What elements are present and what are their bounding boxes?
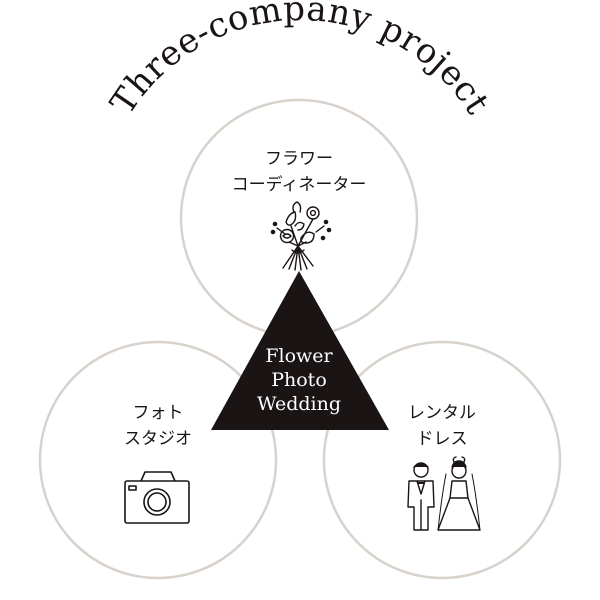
circle-dress [322, 340, 562, 580]
wedding-couple-icon [407, 456, 481, 531]
center-line-flower: Flower [265, 345, 333, 367]
right-node-line2: ドレス [417, 429, 468, 449]
bouquet-icon [270, 201, 332, 271]
center-line-photo: Photo [271, 369, 327, 391]
circle-photo [38, 340, 278, 580]
diagram-title: Three-company project [103, 0, 498, 122]
left-node-line1: フォト [133, 403, 184, 423]
center-triangle [211, 271, 389, 430]
center-line-wedding: Wedding [257, 393, 341, 415]
diagram-title-text: Three-company project [103, 0, 497, 122]
right-node-line1: レンタル [408, 403, 476, 423]
top-node-line2: コーディネーター [232, 174, 367, 195]
camera-icon [124, 471, 190, 524]
left-node-line2: スタジオ [124, 429, 192, 449]
top-node-line1: フラワー [265, 149, 333, 169]
